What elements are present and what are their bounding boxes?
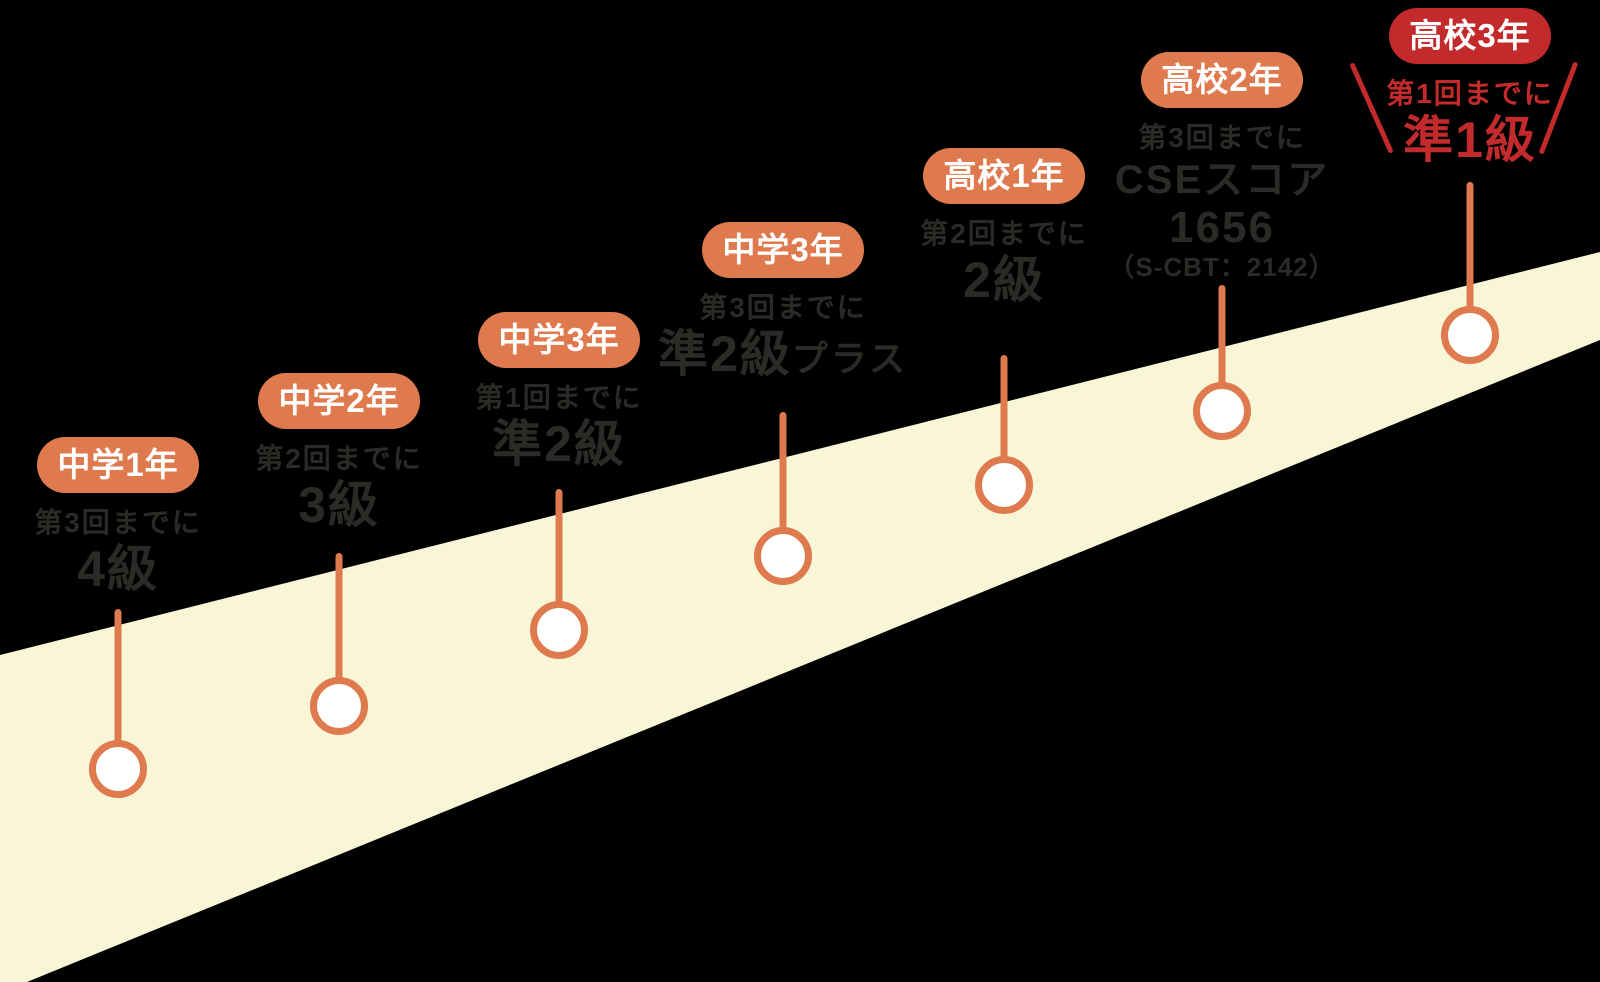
grade-badge: 中学1年 [37,437,199,493]
deadline-label: 第3回までに [699,292,867,323]
deadline-label: 第2回までに [920,218,1088,249]
deadline-label: 第3回までに [34,507,202,538]
deadline-label: 第1回までに [1386,78,1554,109]
milestone-hs-year2: 高校2年 第3回までに CSEスコア 1656 （S-CBT：2142） [1032,52,1412,280]
target-level-suffix: プラス [791,338,909,379]
timeline-node-7 [1441,306,1499,364]
timeline-node-1 [89,740,147,798]
milestone-jhs-year3-first: 中学3年 第1回までに 準2級 [369,312,749,471]
target-level: 準1級 [1403,112,1537,168]
deadline-label: 第2回までに [255,443,423,474]
milestone-hs-year3-goal: 高校3年 第1回までに 準1級 [1280,8,1600,167]
timeline-node-5 [975,456,1033,514]
target-level: 準2級 [492,416,626,472]
target-score-note: （S-CBT：2142） [1108,252,1336,282]
grade-badge: 中学3年 [702,222,864,278]
grade-badge: 中学3年 [478,312,640,368]
ascending-band-shape [0,252,1600,982]
timeline-stem-6 [1218,285,1226,411]
milestone-hs-year1: 高校1年 第2回までに 2級 [814,148,1194,307]
timeline-stem-5 [1000,355,1008,485]
timeline-node-6 [1193,382,1251,440]
target-score-value: 1656 [1169,203,1275,252]
grade-badge: 中学2年 [258,373,420,429]
timeline-node-3 [530,601,588,659]
milestone-jhs-year2: 中学2年 第2回までに 3級 [149,373,529,532]
timeline-stem-1 [114,609,122,769]
target-level-main: 準2級 [657,326,792,382]
timeline-stem-7 [1466,182,1474,335]
target-level: 4級 [77,541,159,597]
milestone-jhs-year3-third: 中学3年 第3回までに 準2級プラス [593,222,973,381]
deadline-label: 第1回までに [475,382,643,413]
milestone-jhs-year1: 中学1年 第3回までに 4級 [0,437,308,596]
grade-badge: 高校1年 [923,148,1085,204]
target-level: 2級 [963,252,1045,308]
grade-badge: 高校3年 [1389,8,1551,64]
timeline-stem-3 [555,489,563,630]
timeline-node-2 [310,677,368,735]
timeline-node-4 [754,527,812,585]
target-score-label: CSEスコア [1114,158,1330,202]
grade-badge: 高校2年 [1141,52,1303,108]
timeline-stem-4 [779,412,787,556]
target-level: 3級 [298,477,380,533]
deadline-label: 第3回までに [1138,122,1306,153]
timeline-stem-2 [335,553,343,706]
target-level: 準2級プラス [593,328,973,381]
